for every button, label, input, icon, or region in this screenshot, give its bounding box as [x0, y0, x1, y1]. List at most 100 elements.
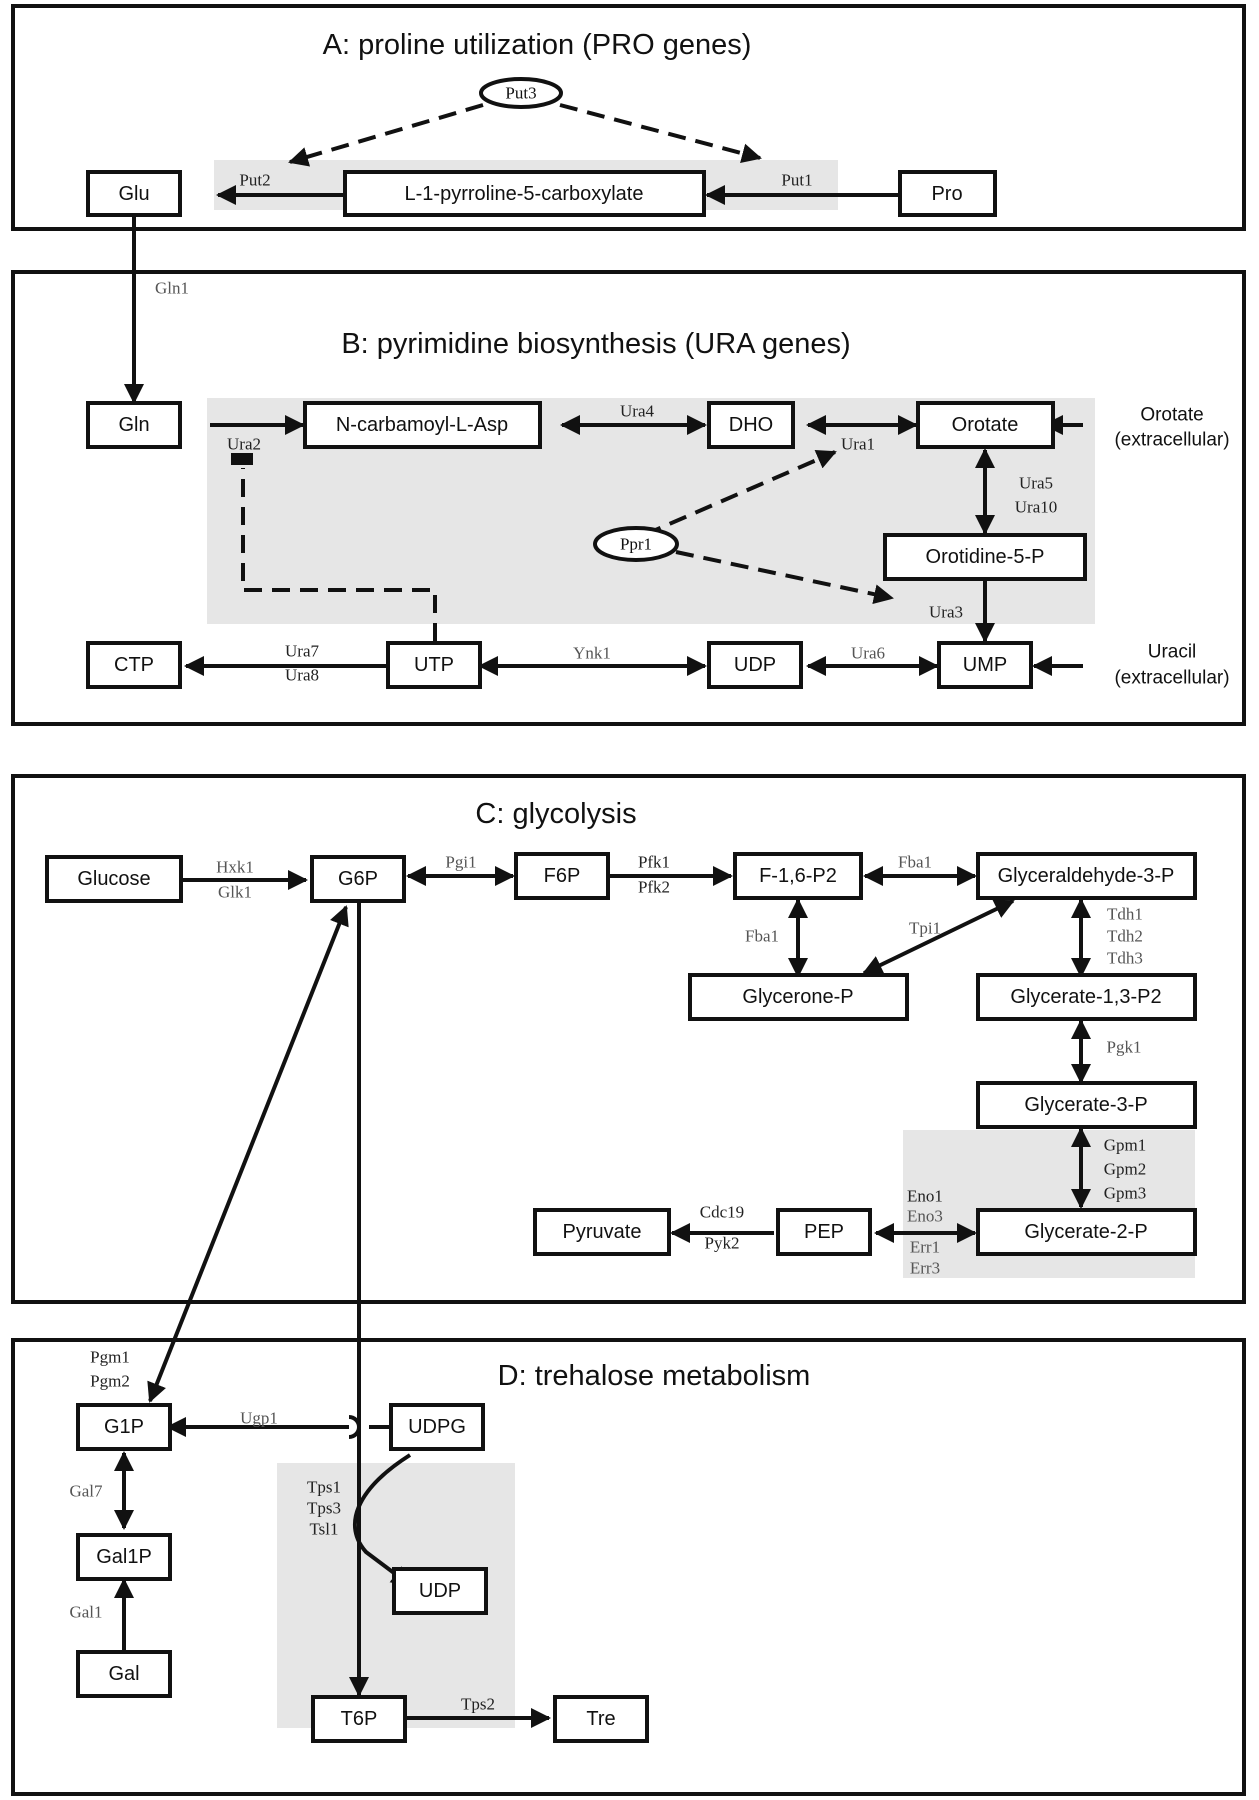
svg-text:Gln: Gln	[118, 414, 149, 436]
node-g1p: G1P	[76, 1403, 172, 1451]
panel-b-frame	[11, 270, 1246, 726]
node-ump: UMP	[937, 641, 1033, 689]
svg-text:G6P: G6P	[338, 868, 378, 890]
node-udp-b: UDP	[707, 641, 803, 689]
panel-a-title: A: proline utilization (PRO genes)	[323, 29, 752, 61]
enzyme-ugp1: Ugp1	[240, 1409, 278, 1428]
enzyme-ura8: Ura8	[285, 666, 319, 685]
svg-text:Glycerate-3-P: Glycerate-3-P	[1024, 1094, 1147, 1116]
edge-utp-ura2-inhibition	[241, 468, 437, 641]
ext-orotate-line2: (extracellular)	[1114, 430, 1229, 451]
node-ctp: CTP	[86, 641, 182, 689]
edge-gap-glycerone	[862, 899, 1015, 975]
enzyme-gln1: Gln1	[155, 279, 189, 298]
svg-text:Gal1P: Gal1P	[96, 1546, 152, 1568]
node-p5c: L-1-pyrroline-5-carboxylate	[343, 170, 706, 217]
enzyme-pgk1: Pgk1	[1107, 1038, 1142, 1057]
svg-text:Glycerone-P: Glycerone-P	[742, 986, 853, 1008]
svg-text:G1P: G1P	[104, 1416, 144, 1438]
svg-text:F-1,6-P2: F-1,6-P2	[759, 865, 837, 887]
svg-text:Glyceraldehyde-3-P: Glyceraldehyde-3-P	[998, 865, 1175, 887]
svg-text:Put3: Put3	[505, 84, 536, 103]
enzyme-fba1-side: Fba1	[745, 927, 779, 946]
enzyme-tsl1: Tsl1	[309, 1520, 338, 1539]
panel-a-frame	[11, 4, 1246, 231]
enzyme-tdh1: Tdh1	[1107, 905, 1143, 924]
svg-text:F6P: F6P	[544, 865, 581, 887]
enzyme-ura5: Ura5	[1019, 474, 1053, 493]
enzyme-hxk1: Hxk1	[216, 858, 254, 877]
ura2-inhibition-bar	[231, 453, 253, 465]
ext-uracil-line2: (extracellular)	[1114, 668, 1229, 689]
enzyme-gpm1: Gpm1	[1104, 1136, 1147, 1155]
enzyme-cdc19: Cdc19	[700, 1203, 744, 1222]
svg-text:N-carbamoyl-L-Asp: N-carbamoyl-L-Asp	[336, 414, 508, 436]
node-g3p: Glycerate-3-P	[976, 1081, 1197, 1129]
node-t6p: T6P	[311, 1695, 407, 1743]
svg-text:UTP: UTP	[414, 654, 454, 676]
svg-text:Pyruvate: Pyruvate	[563, 1221, 642, 1243]
edge-ppr1-ura1	[643, 450, 837, 537]
enzyme-gal1: Gal1	[69, 1603, 102, 1622]
edge-g1p-g6p	[147, 905, 349, 1403]
enzyme-tdh2: Tdh2	[1107, 927, 1143, 946]
enzyme-pgi1: Pgi1	[445, 853, 476, 872]
svg-text:PEP: PEP	[804, 1221, 844, 1243]
regulator-put3: Put3	[479, 77, 563, 109]
node-tre: Tre	[553, 1695, 649, 1743]
node-glucose: Glucose	[45, 855, 183, 903]
enzyme-pgm1: Pgm1	[90, 1348, 130, 1367]
enzyme-tps2: Tps2	[461, 1695, 495, 1714]
node-pyruvate: Pyruvate	[533, 1208, 671, 1256]
svg-text:Pro: Pro	[931, 183, 962, 205]
enzyme-gpm3: Gpm3	[1104, 1184, 1147, 1203]
edge-put3-put1	[559, 103, 762, 164]
enzyme-eno1: Eno1	[907, 1187, 943, 1206]
panel-b-title: B: pyrimidine biosynthesis (URA genes)	[341, 328, 850, 360]
node-dho: DHO	[707, 401, 795, 449]
svg-text:Glycerate-1,3-P2: Glycerate-1,3-P2	[1010, 986, 1161, 1008]
node-orotate: Orotate	[916, 401, 1055, 449]
enzyme-ura7: Ura7	[285, 642, 319, 661]
svg-text:UDP: UDP	[734, 654, 776, 676]
enzyme-tps3: Tps3	[307, 1499, 341, 1518]
enzyme-ura10: Ura10	[1015, 498, 1057, 517]
node-f6p: F6P	[514, 852, 610, 900]
enzyme-tps1: Tps1	[307, 1478, 341, 1497]
node-pro: Pro	[898, 170, 997, 217]
edge-ppr1-ura3	[675, 550, 894, 605]
panel-c-frame	[11, 774, 1246, 1304]
svg-text:Orotate: Orotate	[952, 414, 1019, 436]
node-gal: Gal	[76, 1650, 172, 1698]
svg-text:Glu: Glu	[118, 183, 149, 205]
node-pep: PEP	[776, 1208, 872, 1256]
svg-text:DHO: DHO	[729, 414, 773, 436]
enzyme-tpi1: Tpi1	[909, 919, 941, 938]
enzyme-fba1-top: Fba1	[898, 853, 932, 872]
edge-put3-put2	[288, 103, 484, 167]
enzyme-ynk1: Ynk1	[573, 644, 611, 663]
svg-text:Glucose: Glucose	[77, 868, 150, 890]
enzyme-pgm2: Pgm2	[90, 1372, 130, 1391]
enzyme-ura2: Ura2	[227, 435, 261, 454]
enzyme-pyk2: Pyk2	[705, 1234, 740, 1253]
node-g2p: Glycerate-2-P	[976, 1208, 1197, 1256]
panel-d-title: D: trehalose metabolism	[498, 1360, 811, 1392]
node-glycerone: Glycerone-P	[688, 973, 909, 1021]
enzyme-gpm2: Gpm2	[1104, 1160, 1147, 1179]
svg-text:UDPG: UDPG	[408, 1416, 466, 1438]
enzyme-tdh3: Tdh3	[1107, 949, 1143, 968]
enzyme-err1: Err1	[910, 1238, 940, 1257]
svg-text:Ppr1: Ppr1	[620, 535, 652, 554]
svg-text:UMP: UMP	[963, 654, 1007, 676]
edge-udpg-g1p-cap	[348, 1415, 361, 1439]
node-utp: UTP	[386, 641, 482, 689]
regulator-ppr1: Ppr1	[593, 526, 679, 562]
enzyme-put2: Put2	[239, 171, 270, 190]
node-o5p: Orotidine-5-P	[883, 533, 1087, 581]
enzyme-ura3: Ura3	[929, 603, 963, 622]
enzyme-glk1: Glk1	[218, 883, 252, 902]
panel-d-frame	[11, 1338, 1246, 1796]
node-glu: Glu	[86, 170, 182, 217]
panel-c-title: C: glycolysis	[475, 798, 636, 830]
